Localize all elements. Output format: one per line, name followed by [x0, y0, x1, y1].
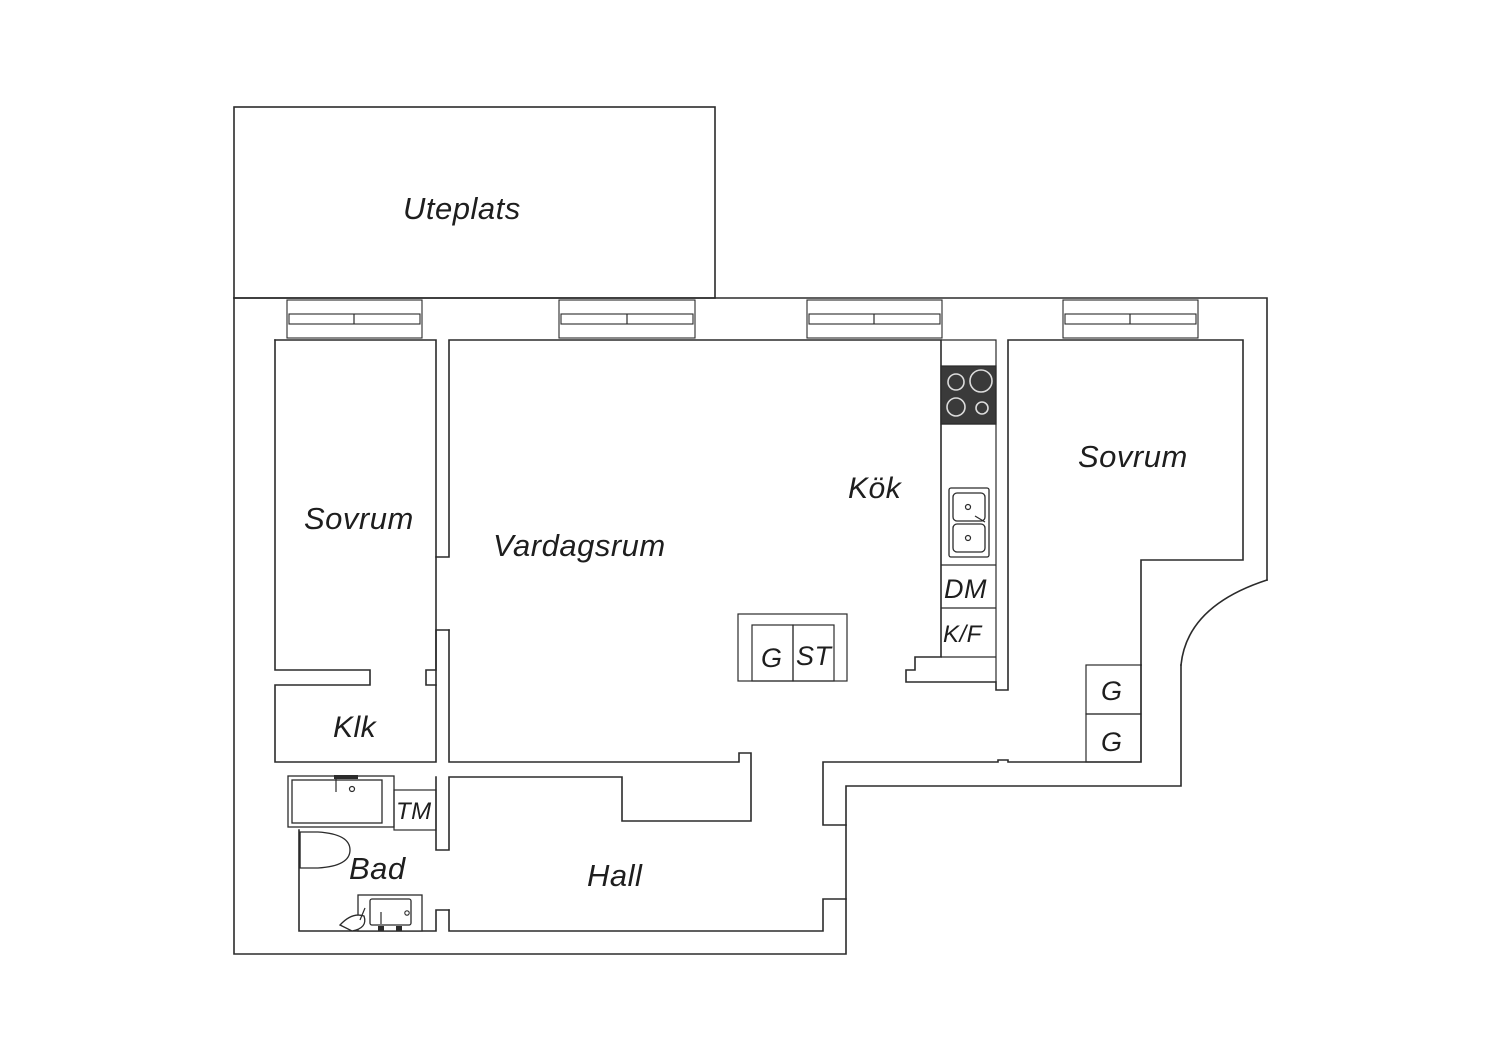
room-label-sovrum-left: Sovrum: [304, 501, 414, 536]
wardrobes: [1085, 664, 1142, 763]
fixture-label-g-upper: G: [1101, 676, 1123, 706]
room-label-bad: Bad: [349, 851, 407, 886]
washing-machine-box: [393, 789, 437, 831]
fixture-label-g-lower: G: [1101, 727, 1123, 757]
window-2: [558, 299, 696, 339]
terrace-outline: [233, 106, 716, 299]
stove-icon: [940, 365, 997, 425]
left-bedroom-walls: [274, 339, 1244, 763]
room-label-kok: Kök: [848, 472, 903, 505]
bathroom-sink-icon: [338, 894, 423, 932]
fixture-label-st: ST: [796, 641, 834, 671]
room-label-vardagsrum: Vardagsrum: [493, 528, 666, 563]
window-1: [286, 299, 423, 339]
kitchen-island: [737, 613, 848, 682]
room-label-klk: Klk: [333, 711, 378, 744]
room-label-uteplats: Uteplats: [403, 191, 521, 226]
fixture-label-tm: TM: [396, 798, 432, 825]
window-4: [1062, 299, 1199, 339]
room-label-hall: Hall: [587, 858, 643, 893]
fixture-label-g-kitchen: G: [761, 643, 783, 673]
fixture-label-kf: K/F: [943, 621, 983, 648]
room-label-sovrum-right: Sovrum: [1078, 439, 1188, 474]
bathtub-icon: [287, 775, 395, 828]
toilet-icon: [299, 831, 351, 869]
fixture-label-dm: DM: [944, 574, 987, 604]
window-3: [806, 299, 943, 339]
kitchen-sink-icon: [948, 487, 990, 558]
